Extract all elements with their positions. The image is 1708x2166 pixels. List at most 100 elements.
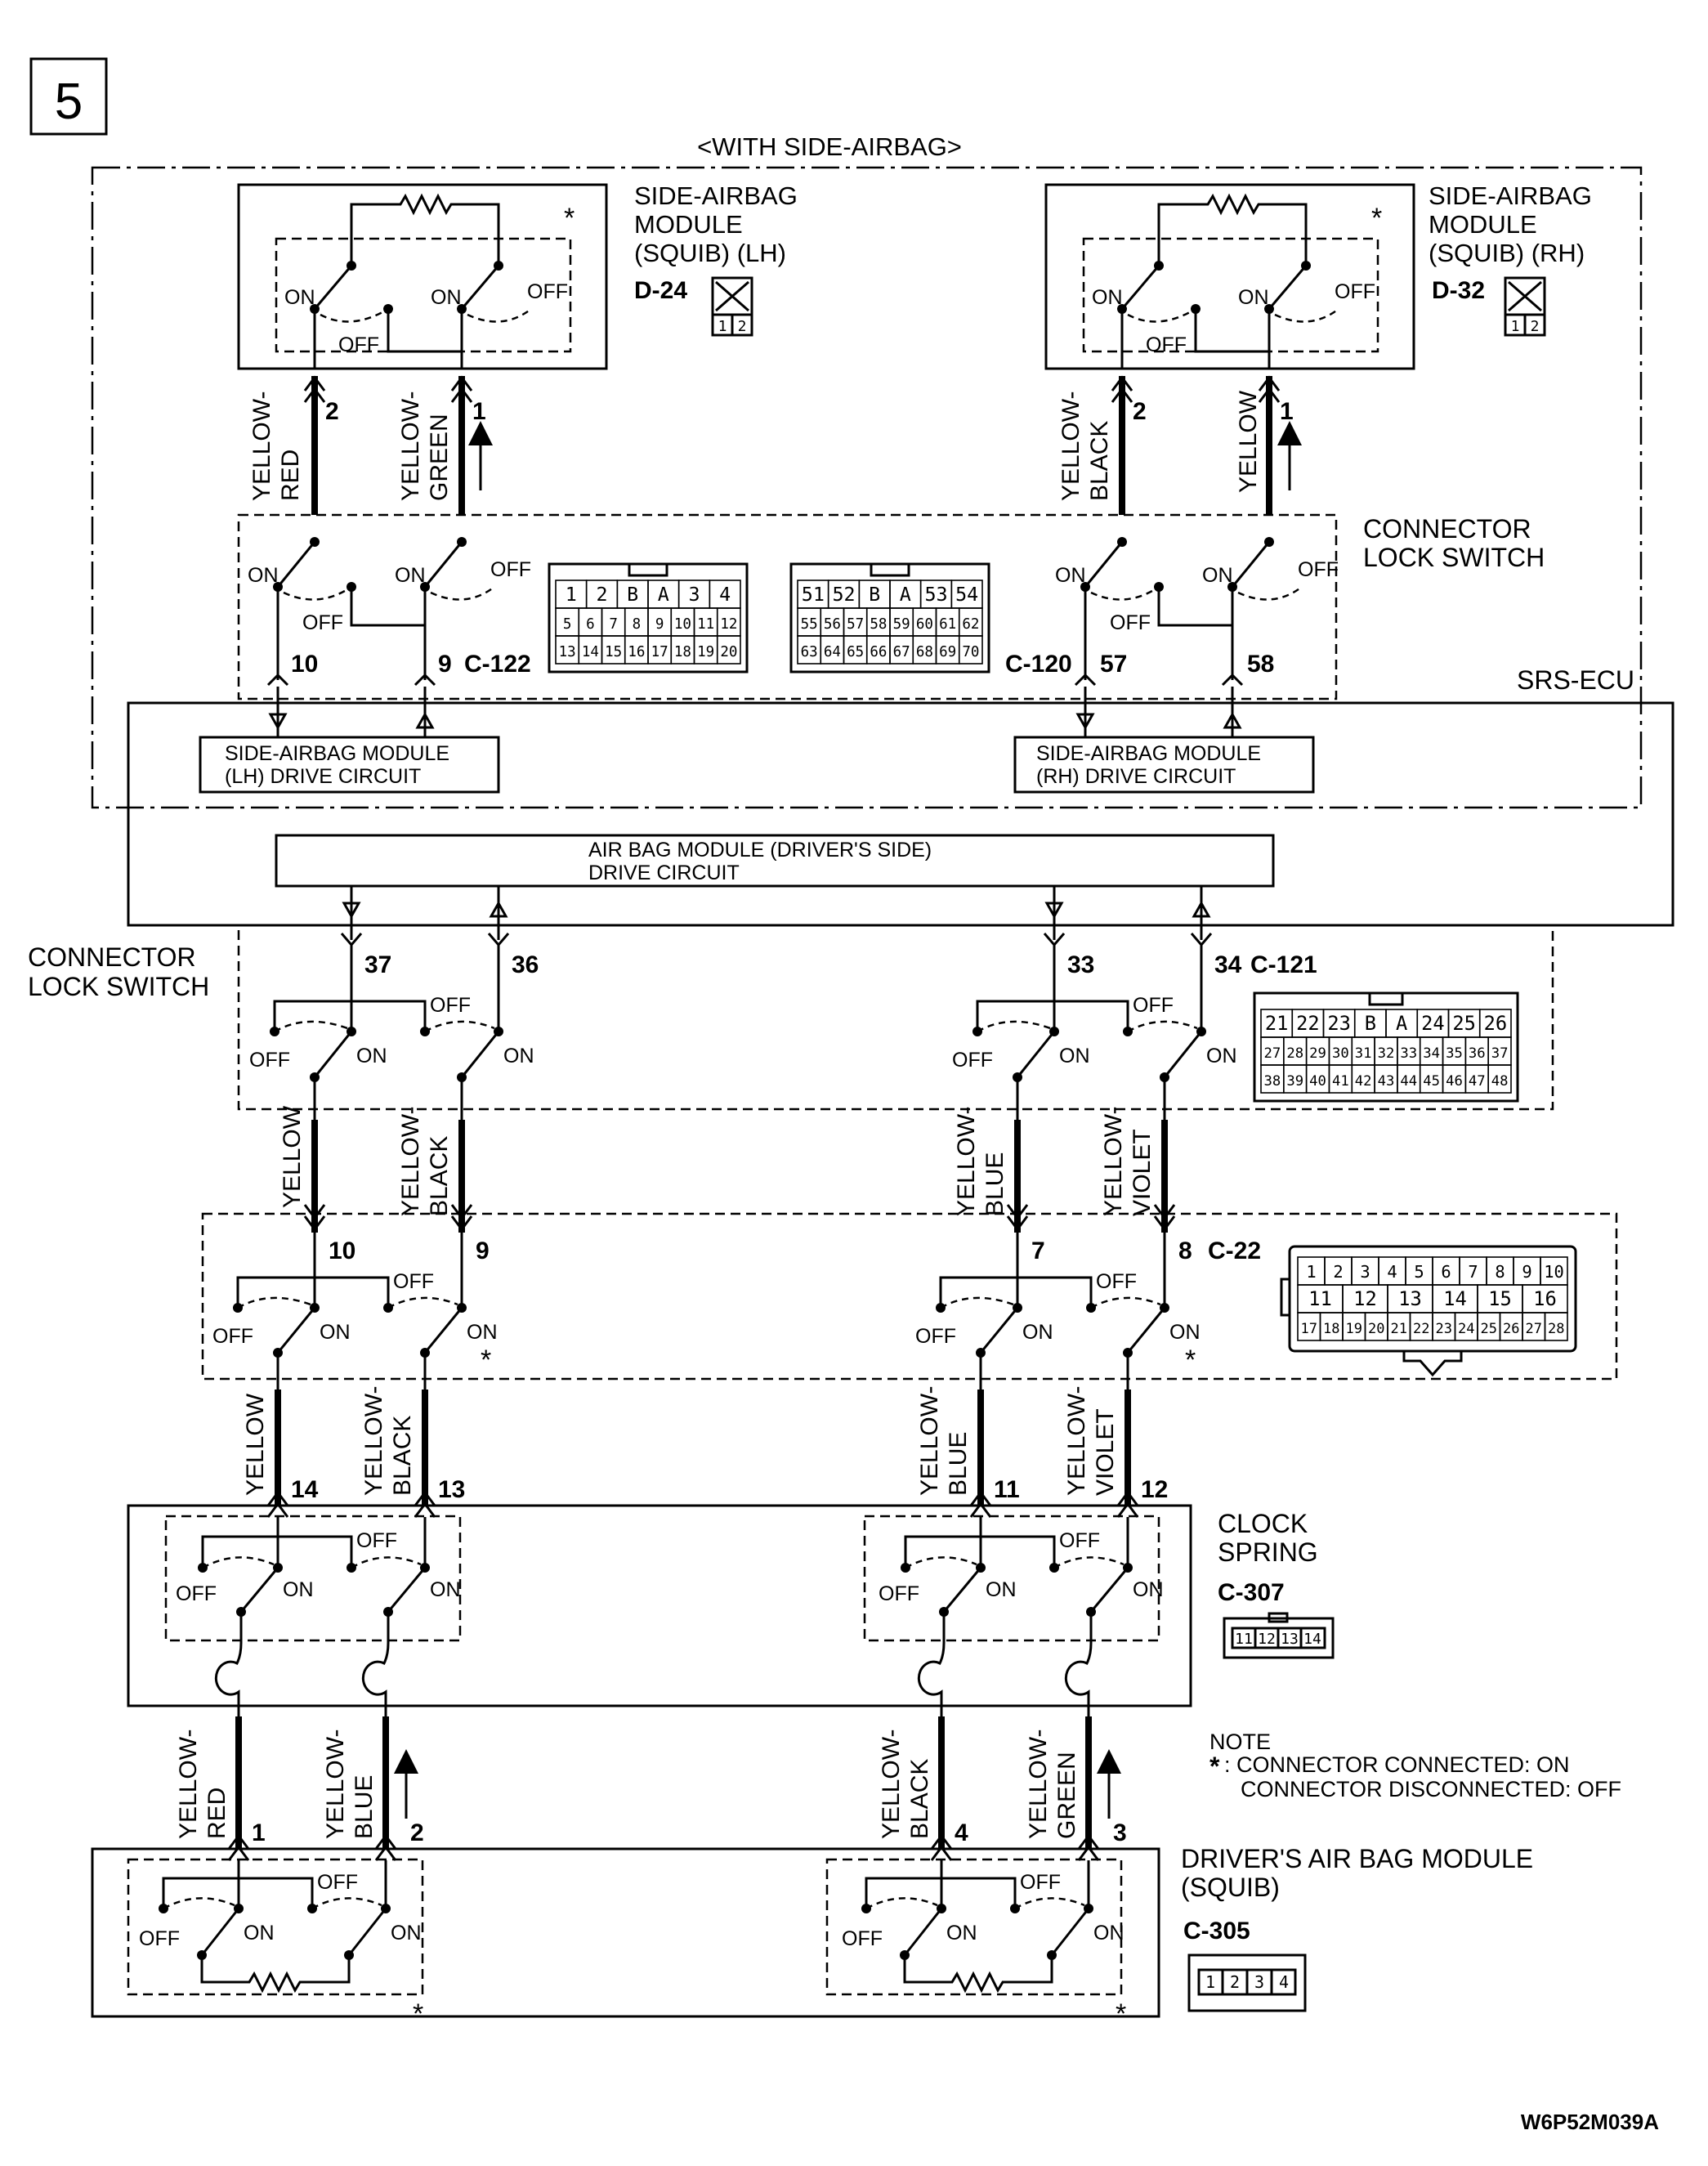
svg-text:ON: ON [1202, 564, 1233, 587]
svg-text:YELLOW: YELLOW [279, 1105, 306, 1208]
svg-text:4: 4 [1279, 1972, 1289, 1992]
wire-label-mid-d: YELLOW- VIOLET [1100, 1107, 1156, 1217]
connector-pin-label: 31 [1355, 1045, 1372, 1062]
svg-text:BLUE: BLUE [981, 1152, 1008, 1216]
connector-pin-label: 2 [596, 583, 607, 606]
svg-text:(SQUIB) (LH): (SQUIB) (LH) [634, 239, 786, 267]
svg-text:ON: ON [391, 1922, 422, 1944]
svg-text:YELLOW-: YELLOW- [322, 1730, 349, 1840]
svg-text:9: 9 [438, 651, 452, 678]
connector-pin-label: 18 [674, 644, 691, 660]
connector-pin-label: 48 [1491, 1073, 1509, 1090]
connector-pin-label: 65 [847, 644, 864, 660]
svg-text:ON: ON [356, 1045, 387, 1067]
connector-pin-cell [1544, 1312, 1568, 1341]
connector-pin-label: 17 [651, 644, 668, 660]
connector-pin-label: 46 [1446, 1073, 1463, 1090]
svg-text:1: 1 [718, 318, 727, 335]
svg-text:SIDE-AIRBAG MODULE: SIDE-AIRBAG MODULE [1036, 742, 1261, 765]
svg-text:NOTE: NOTE [1209, 1730, 1271, 1754]
connector-pin-label: 3 [688, 583, 700, 606]
svg-text:OFF: OFF [527, 280, 568, 303]
connector-pin-label: 41 [1332, 1073, 1349, 1090]
connector-pin-label: A [900, 583, 911, 606]
connector-pin-label: 29 [1309, 1045, 1326, 1062]
svg-text:1: 1 [252, 1819, 266, 1846]
svg-text:OFF: OFF [212, 1325, 253, 1348]
svg-text:YELLOW-: YELLOW- [953, 1107, 980, 1217]
note-block: NOTE * : CONNECTOR CONNECTED: ON CONNECT… [1209, 1730, 1621, 1801]
connector-pin-label: 67 [893, 644, 910, 660]
connector-pin-label: 1 [566, 583, 577, 606]
wire-label-lh-b: YELLOW- GREEN 1 [397, 392, 486, 502]
svg-text:GREEN: GREEN [1053, 1752, 1080, 1839]
connector-pin-label: 38 [1264, 1073, 1281, 1090]
wire-label-bottom-d: YELLOW- GREEN 3 [1025, 1730, 1127, 1847]
svg-text:37: 37 [364, 951, 391, 978]
connector-pin-label: 19 [697, 644, 714, 660]
connector-pin-label: A [1396, 1012, 1407, 1035]
svg-text:1: 1 [472, 398, 486, 425]
top-wires [303, 375, 1302, 515]
svg-text:57: 57 [1100, 651, 1127, 678]
svg-text:SIDE-AIRBAG: SIDE-AIRBAG [634, 181, 798, 210]
svg-text:ON: ON [467, 1321, 498, 1344]
svg-text:(SQUIB) (RH): (SQUIB) (RH) [1429, 239, 1585, 267]
svg-text:LOCK SWITCH: LOCK SWITCH [28, 972, 209, 1001]
squib-resistor-rh [1157, 193, 1308, 243]
svg-text:2: 2 [1133, 398, 1147, 425]
side-airbag-rh-label: SIDE-AIRBAG MODULE (SQUIB) (RH) D-32 1 2 [1429, 181, 1592, 337]
connector-pin-label: 64 [824, 644, 841, 660]
connector-pin-label: 44 [1400, 1073, 1417, 1090]
svg-text:YELLOW-: YELLOW- [878, 1730, 905, 1840]
driver-module-label: DRIVER'S AIR BAG MODULE (SQUIB) C-305 1 … [1181, 1844, 1533, 2012]
connector-pin-label: 5 [563, 616, 572, 633]
connector-pin-label: 28 [1548, 1321, 1565, 1337]
connector-pin-label: 55 [801, 616, 818, 633]
connector-pin-label: 58 [870, 616, 887, 633]
connector-pin-label: 28 [1286, 1045, 1303, 1062]
svg-text:VIOLET: VIOLET [1092, 1408, 1119, 1496]
svg-text:DRIVE CIRCUIT: DRIVE CIRCUIT [588, 861, 740, 884]
svg-text:ON: ON [1022, 1321, 1053, 1344]
svg-text:ON: ON [284, 286, 315, 309]
connector-pin-label: 27 [1525, 1321, 1542, 1337]
svg-text:8: 8 [1178, 1237, 1192, 1264]
wire-label-mid-a: YELLOW [279, 1105, 306, 1208]
svg-text:ON: ON [946, 1922, 977, 1944]
connector-pin-label: 8 [1495, 1262, 1505, 1282]
connector-pin-label: 36 [1469, 1045, 1486, 1062]
lock-switch-top: ON ON OFF OFF ON ON OFF OFF [237, 513, 1339, 700]
svg-text:9: 9 [476, 1237, 490, 1264]
svg-text:13: 13 [438, 1476, 465, 1503]
connector-pin-label: A [658, 583, 669, 606]
srs-ecu-box: SRS-ECU SIDE-AIRBAG MODULE (LH) DRIVE CI… [127, 665, 1674, 940]
connector-pin-label: 9 [1522, 1262, 1531, 1282]
svg-text:11: 11 [994, 1476, 1020, 1503]
connector-pin-label: 27 [1264, 1045, 1281, 1062]
connector-pin-label: 7 [1468, 1262, 1478, 1282]
svg-text:1: 1 [1280, 398, 1294, 425]
wire-label-low-b: YELLOW- BLACK 13 [360, 1386, 465, 1504]
svg-text:OFF: OFF [393, 1270, 434, 1293]
srs-ecu-label: SRS-ECU [1517, 665, 1634, 695]
connector-pin-label: 52 [832, 583, 855, 606]
svg-text:YELLOW-: YELLOW- [397, 392, 424, 502]
connector-pin-label: 63 [801, 644, 818, 660]
connector-pin-label: 57 [847, 616, 864, 633]
side-airbag-rh-module: ON ON OFF OFF * [1044, 183, 1415, 370]
svg-text:CONNECTOR: CONNECTOR [28, 942, 196, 972]
svg-text:3: 3 [1113, 1819, 1127, 1846]
ecu-pin-labels-top: 10 9 C-122 C-120 57 58 [291, 651, 1274, 678]
lock-switch-mid-label: CONNECTOR LOCK SWITCH [28, 942, 209, 1001]
connector-pin-label: 69 [939, 644, 956, 660]
connector-pin-label: 21 [1265, 1012, 1289, 1035]
svg-text:CONNECTOR DISCONNECTED: OFF: CONNECTOR DISCONNECTED: OFF [1241, 1777, 1621, 1801]
svg-text:YELLOW-: YELLOW- [360, 1386, 387, 1497]
figure-id: W6P52M039A [1521, 2110, 1659, 2134]
svg-text:OFF: OFF [338, 333, 379, 356]
svg-text:ON: ON [1133, 1578, 1164, 1601]
svg-text:OFF: OFF [915, 1325, 956, 1348]
svg-text:SIDE-AIRBAG: SIDE-AIRBAG [1429, 181, 1592, 210]
